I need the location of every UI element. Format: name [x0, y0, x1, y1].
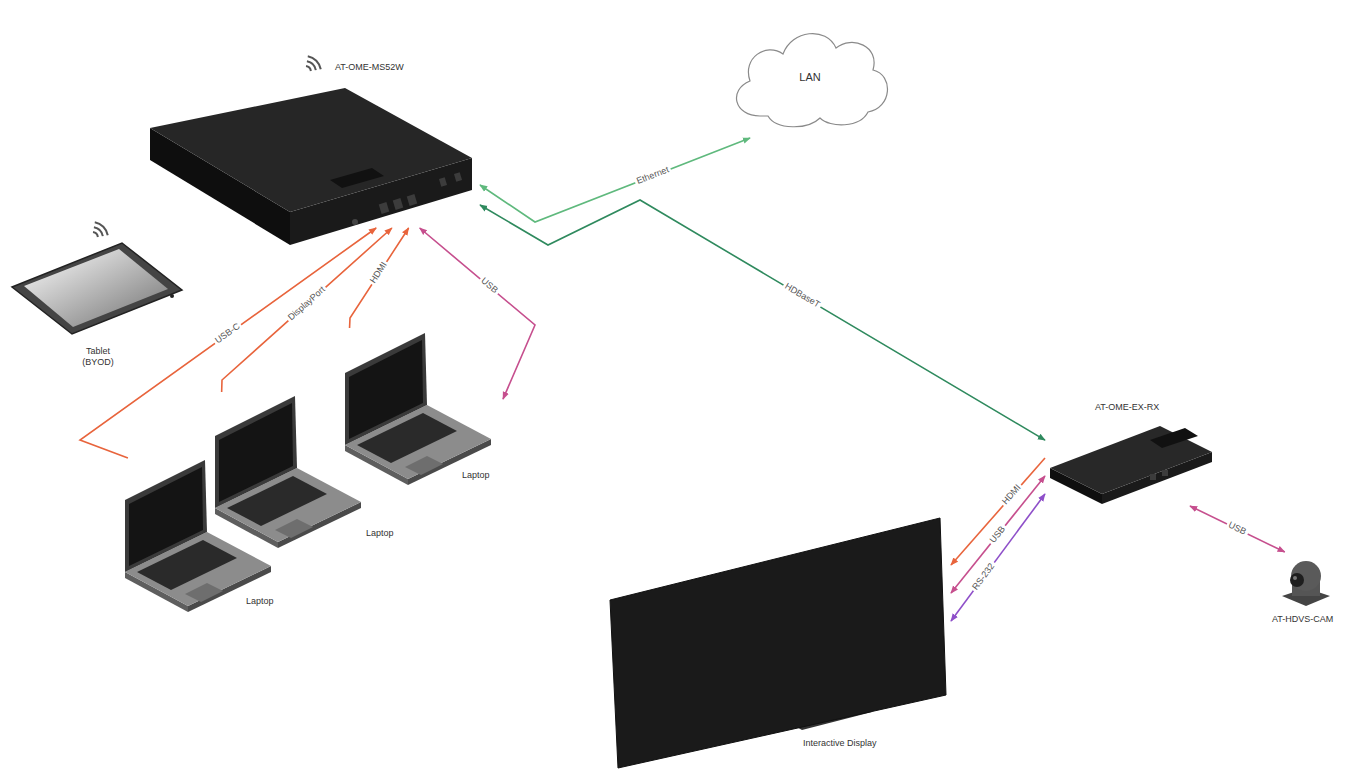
signal-label: HDMI [999, 482, 1024, 509]
device-label: Interactive Display [803, 738, 877, 749]
device-label: AT-OME-EX-RX [1095, 402, 1159, 413]
signal-label: DisplayPort [285, 284, 329, 325]
laptop-illustration [125, 460, 271, 612]
cable-connector [350, 228, 409, 328]
cable-connector [951, 458, 1045, 565]
signal-label: USB [987, 523, 1009, 547]
cable-connector [480, 200, 1045, 440]
device-label: Laptop [462, 470, 490, 481]
device-label: AT-OME-MS52W [335, 62, 404, 73]
switcher-illustration [150, 56, 472, 245]
signal-label: HDMI [368, 259, 391, 287]
signal-label: HDBaseT [781, 281, 823, 311]
device-label: Tablet (BYOD) [73, 346, 123, 368]
cable-connector [222, 228, 392, 392]
device-label: Laptop [366, 528, 394, 539]
laptop-illustration [345, 333, 491, 485]
device-node: Interactive Display [606, 514, 951, 770]
display-illustration [610, 518, 946, 768]
device-label: Laptop [246, 596, 274, 607]
cable-connector [480, 138, 750, 222]
device-label: AT-HDVS-CAM [1272, 614, 1333, 625]
signal-label: Ethernet [634, 164, 673, 187]
cable-connector [80, 228, 376, 458]
signal-label: USB-C [212, 321, 244, 348]
camera-illustration [1282, 561, 1330, 606]
cable-connector [420, 228, 535, 399]
cable-connector [951, 476, 1045, 593]
network-cloud: LAN [720, 18, 900, 138]
cable-connector [951, 494, 1045, 621]
device-node: Laptop [118, 458, 283, 620]
device-node: Tablet (BYOD) [8, 208, 188, 378]
device-node: Laptop [208, 392, 403, 552]
signal-label: RS-232 [970, 560, 998, 594]
network-label: LAN [799, 71, 820, 84]
cable-connector [1190, 506, 1285, 552]
tablet-illustration [12, 222, 182, 334]
receiver-illustration [1050, 426, 1212, 504]
device-node: AT-HDVS-CAM [1255, 552, 1351, 630]
device-node: AT-OME-MS52W [145, 28, 480, 228]
laptop-illustration [215, 396, 361, 548]
signal-label: USB [1225, 520, 1250, 539]
device-node: AT-OME-EX-RX [1045, 398, 1217, 506]
signal-label: USB [477, 275, 501, 297]
device-node: Laptop [338, 328, 503, 486]
